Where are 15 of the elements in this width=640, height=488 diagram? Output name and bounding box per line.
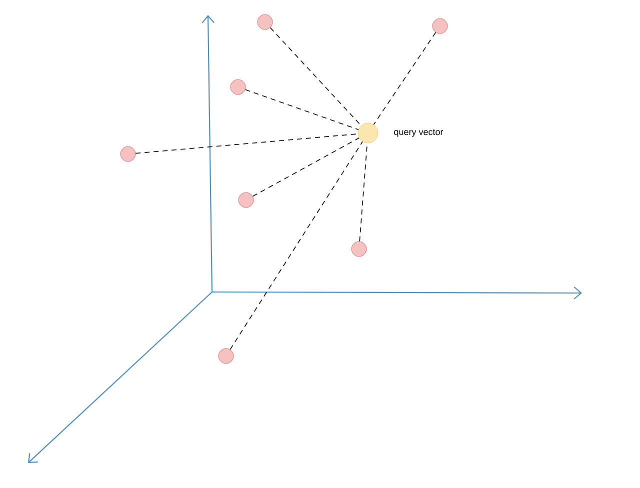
data-point	[257, 14, 273, 30]
dashed-line	[230, 141, 363, 350]
data-point	[230, 79, 246, 95]
dashed-line	[244, 89, 359, 130]
point-label: query vector	[394, 129, 444, 137]
dashed-line	[135, 134, 358, 154]
data-point	[432, 18, 448, 34]
dashed-line	[373, 32, 436, 125]
dashed-line	[270, 27, 362, 126]
data-point	[218, 348, 234, 364]
data-point	[120, 146, 136, 162]
data-point	[238, 192, 254, 208]
query-point	[358, 122, 378, 144]
data-point	[351, 241, 367, 257]
dashed-line	[252, 138, 360, 197]
